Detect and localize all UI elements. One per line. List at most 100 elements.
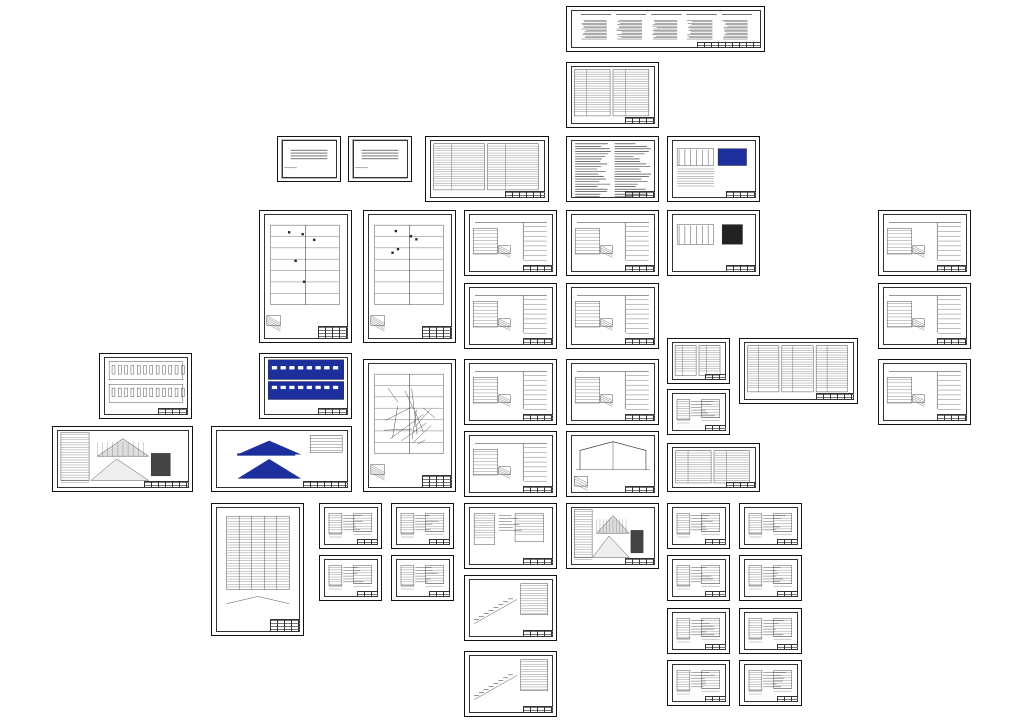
sheet-frame	[216, 507, 300, 632]
drawing-sheet[interactable]	[667, 660, 730, 706]
drawing-sheet[interactable]	[391, 555, 454, 601]
title-block	[705, 425, 726, 431]
drawing-sheet[interactable]	[52, 426, 193, 492]
title-block	[522, 414, 553, 421]
drawing-sheet[interactable]	[566, 503, 659, 569]
title-block	[725, 265, 756, 272]
sheet-linework	[474, 659, 548, 700]
sheet-frame	[469, 655, 553, 713]
drawing-sheet[interactable]	[878, 210, 971, 276]
sheet-linework	[676, 399, 720, 424]
drawing-sheet[interactable]	[878, 359, 971, 425]
title-block	[624, 414, 655, 421]
sheet-frame	[368, 214, 452, 339]
sheet-frame	[672, 140, 756, 198]
title-block	[705, 539, 726, 545]
drawing-sheet[interactable]	[259, 353, 352, 419]
drawing-sheet[interactable]	[464, 575, 557, 641]
sheet-frame	[571, 507, 655, 565]
sheet-linework	[370, 373, 444, 481]
drawing-sheet[interactable]	[348, 136, 412, 182]
drawing-sheet[interactable]	[739, 503, 802, 549]
sheet-linework	[574, 371, 649, 410]
drawing-sheet[interactable]	[739, 555, 802, 601]
sheet-linework	[266, 224, 340, 332]
title-block	[522, 706, 553, 713]
title-block	[522, 486, 553, 493]
title-block	[317, 408, 348, 415]
sheet-linework	[748, 565, 792, 590]
drawing-sheet[interactable]	[667, 555, 730, 601]
sheet-linework	[328, 565, 372, 590]
drawing-sheet[interactable]	[739, 660, 802, 706]
drawing-sheet[interactable]	[566, 210, 659, 276]
sheet-linework	[472, 443, 547, 482]
drawing-sheet[interactable]	[566, 283, 659, 349]
drawing-sheet[interactable]	[566, 62, 659, 128]
title-block	[317, 326, 348, 339]
drawing-sheet[interactable]	[425, 136, 549, 202]
sheet-frame	[469, 214, 553, 272]
sheet-frame	[744, 559, 798, 597]
sheet-frame	[672, 664, 726, 702]
drawing-sheet[interactable]	[566, 359, 659, 425]
drawing-sheet[interactable]	[739, 608, 802, 654]
drawing-sheet[interactable]	[464, 210, 557, 276]
sheet-frame	[672, 393, 726, 431]
drawing-sheet[interactable]	[464, 431, 557, 497]
drawing-sheet[interactable]	[667, 210, 760, 276]
sheet-linework	[675, 450, 750, 484]
sheet-linework	[226, 515, 290, 604]
drawing-sheet[interactable]	[277, 136, 341, 182]
drawing-sheet[interactable]	[464, 283, 557, 349]
title-block	[777, 539, 798, 545]
drawing-sheet[interactable]	[566, 6, 765, 52]
title-block	[624, 486, 655, 493]
drawing-sheet[interactable]	[211, 503, 304, 636]
drawing-sheet[interactable]	[566, 136, 659, 202]
title-block	[696, 42, 761, 48]
sheet-linework	[574, 295, 649, 334]
title-block	[522, 630, 553, 637]
sheet-frame	[264, 214, 348, 339]
drawing-sheet[interactable]	[319, 503, 382, 549]
sheet-frame	[469, 435, 553, 493]
drawing-sheet[interactable]	[667, 503, 730, 549]
sheet-linework	[748, 513, 792, 538]
sheet-linework	[748, 670, 792, 695]
drawing-sheet[interactable]	[667, 443, 760, 492]
title-block	[624, 117, 655, 124]
title-block	[624, 558, 655, 565]
drawing-sheet[interactable]	[878, 283, 971, 349]
sheet-frame	[104, 357, 188, 415]
drawing-sheet[interactable]	[363, 359, 456, 492]
sheet-frame	[368, 363, 452, 488]
drawing-sheet[interactable]	[363, 210, 456, 343]
drawing-sheet[interactable]	[464, 359, 557, 425]
sheet-frame	[571, 10, 761, 48]
drawing-sheet[interactable]	[259, 210, 352, 343]
sheet-frame	[469, 507, 553, 565]
drawing-sheet[interactable]	[739, 338, 858, 404]
drawing-sheet[interactable]	[99, 353, 192, 419]
sheet-frame	[571, 435, 655, 493]
sheet-frame	[396, 507, 450, 545]
sheet-frame	[324, 507, 378, 545]
drawing-sheet[interactable]	[464, 651, 557, 717]
title-block	[522, 265, 553, 272]
drawing-sheet[interactable]	[667, 136, 760, 202]
sheet-frame	[672, 342, 726, 380]
drawing-sheet[interactable]	[211, 426, 352, 492]
drawing-sheet[interactable]	[667, 338, 730, 384]
title-block	[522, 558, 553, 565]
title-block	[725, 191, 756, 198]
sheet-frame	[324, 559, 378, 597]
drawing-sheet[interactable]	[319, 555, 382, 601]
drawing-sheet[interactable]	[667, 608, 730, 654]
sheet-linework	[580, 14, 752, 40]
drawing-sheet[interactable]	[391, 503, 454, 549]
drawing-sheet[interactable]	[667, 389, 730, 435]
sheet-frame	[469, 363, 553, 421]
drawing-sheet[interactable]	[566, 431, 659, 497]
drawing-sheet[interactable]	[464, 503, 557, 569]
